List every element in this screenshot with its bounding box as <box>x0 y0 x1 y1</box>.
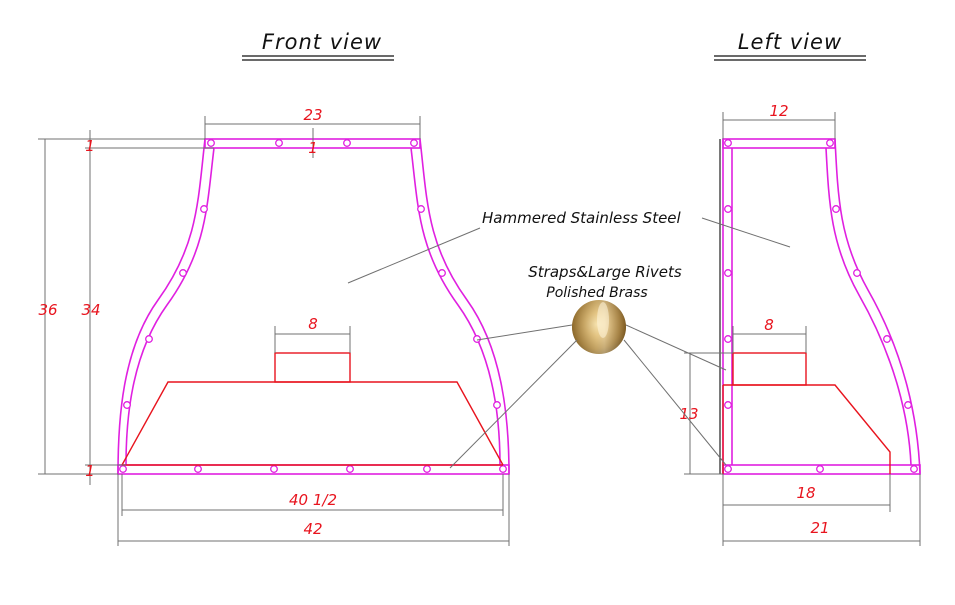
dim-front-top-width: 23 <box>303 106 322 124</box>
left-liner-outline <box>723 384 891 474</box>
dim-front-top-band-inner: 1 <box>308 139 318 157</box>
rivet <box>832 205 840 213</box>
rivet <box>816 465 824 473</box>
dim-front-overall-width: 42 <box>303 520 322 538</box>
material-leader-left <box>701 217 791 248</box>
dim-front-top-band: 1 <box>85 137 95 155</box>
front-dimensions: 23 1 36 34 1 1 8 40 1/2 42 <box>38 106 510 546</box>
straps-label: Straps&Large Rivets <box>528 263 682 281</box>
left-front-outer-curve <box>834 138 921 475</box>
front-right-inner-curve <box>410 147 501 466</box>
rivet <box>473 335 481 343</box>
brass-leader-3 <box>625 324 727 371</box>
dim-front-inner-width: 40 1/2 <box>289 491 337 509</box>
left-top-band <box>722 138 836 149</box>
dim-left-liner-height: 13 <box>679 405 698 423</box>
brass-leader-4 <box>623 339 727 466</box>
brass-swatch-icon <box>572 300 626 354</box>
dim-front-flue-width: 8 <box>308 315 318 333</box>
rivet <box>123 401 131 409</box>
rivet <box>904 401 912 409</box>
left-view <box>719 138 921 475</box>
annotations: Hammered Stainless Steel Straps&Large Ri… <box>347 209 791 469</box>
rivet <box>724 269 732 277</box>
rivet <box>724 205 732 213</box>
rivet <box>910 465 918 473</box>
rivet <box>270 465 278 473</box>
dim-left-flue-width: 8 <box>764 316 774 334</box>
brass-label: Polished Brass <box>546 285 647 301</box>
brass-leader-1 <box>476 324 573 341</box>
rivet <box>417 205 425 213</box>
left-view-title: Left view <box>738 30 842 54</box>
rivet <box>179 269 187 277</box>
rivet <box>275 139 283 147</box>
left-dimensions: 12 8 13 18 21 <box>679 102 921 546</box>
dim-front-bottom-band: 1 <box>85 462 95 480</box>
rivet <box>119 465 127 473</box>
rivet <box>724 465 732 473</box>
left-flue-box <box>732 352 807 386</box>
rivet <box>423 465 431 473</box>
material-label: Hammered Stainless Steel <box>482 209 682 227</box>
left-front-inner-curve <box>825 147 912 466</box>
dim-front-body-height: 34 <box>81 301 100 319</box>
front-flue-box <box>274 352 351 383</box>
rivet <box>853 269 861 277</box>
rivet <box>724 335 732 343</box>
rivet <box>493 401 501 409</box>
dim-left-overall-depth: 21 <box>810 519 829 537</box>
dim-left-top-depth: 12 <box>769 102 788 120</box>
front-bottom-band <box>117 464 510 475</box>
rivet <box>724 401 732 409</box>
rivet <box>499 465 507 473</box>
front-liner-outline <box>121 381 504 466</box>
front-right-outer-curve <box>419 138 510 475</box>
front-left-outer-curve <box>117 138 206 475</box>
rivet <box>346 465 354 473</box>
dim-left-bottom-depth: 18 <box>796 484 815 502</box>
rivet <box>200 205 208 213</box>
rivet <box>883 335 891 343</box>
rivet <box>194 465 202 473</box>
front-left-inner-curve <box>125 147 215 466</box>
front-view <box>117 138 510 475</box>
rivet <box>145 335 153 343</box>
rivet <box>343 139 351 147</box>
rivet <box>207 139 215 147</box>
rivet <box>410 139 418 147</box>
front-view-title: Front view <box>262 30 382 54</box>
brass-leader-2 <box>449 339 578 469</box>
rivet <box>826 139 834 147</box>
rivet <box>438 269 446 277</box>
material-leader-front <box>347 227 481 284</box>
dim-front-overall-height: 36 <box>38 301 57 319</box>
rivet <box>724 139 732 147</box>
